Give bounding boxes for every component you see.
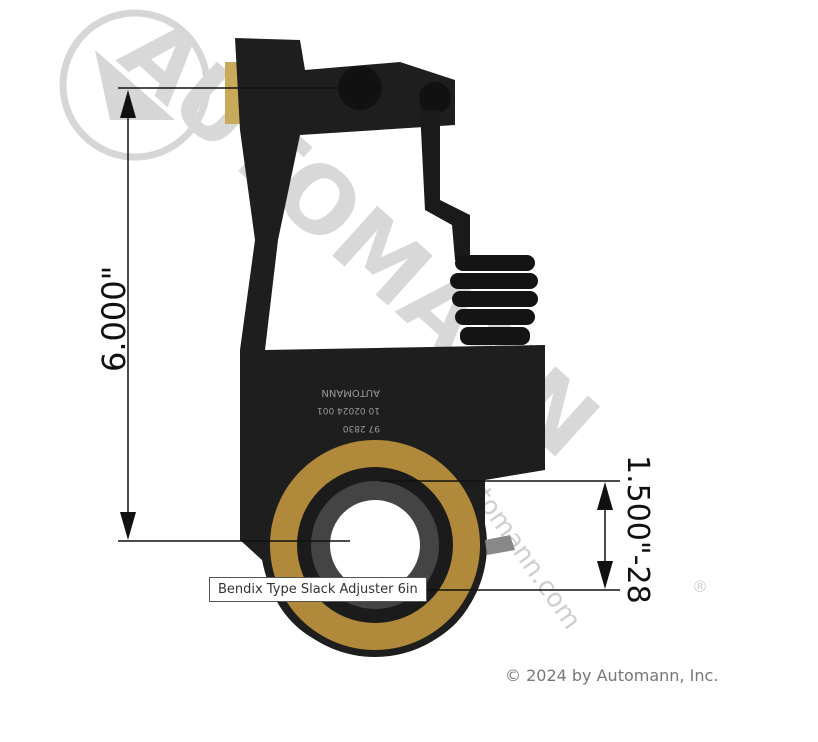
watermark-registered: ® <box>692 577 708 596</box>
slack-adjuster: AUTOMANN 10 02024 001 97 2830 <box>225 38 545 657</box>
dimension-length-label: 6.000" <box>95 266 133 372</box>
dimension-spline-label: 1.500"-28 <box>620 455 655 604</box>
part-marking: 10 02024 001 <box>317 405 380 415</box>
part-marking: 97 2830 <box>343 423 380 433</box>
part-marking: AUTOMANN <box>321 387 380 398</box>
image-tooltip: Bendix Type Slack Adjuster 6in <box>209 577 427 602</box>
watermark-logo <box>59 9 211 161</box>
copyright-text: © 2024 by Automann, Inc. <box>505 666 719 685</box>
